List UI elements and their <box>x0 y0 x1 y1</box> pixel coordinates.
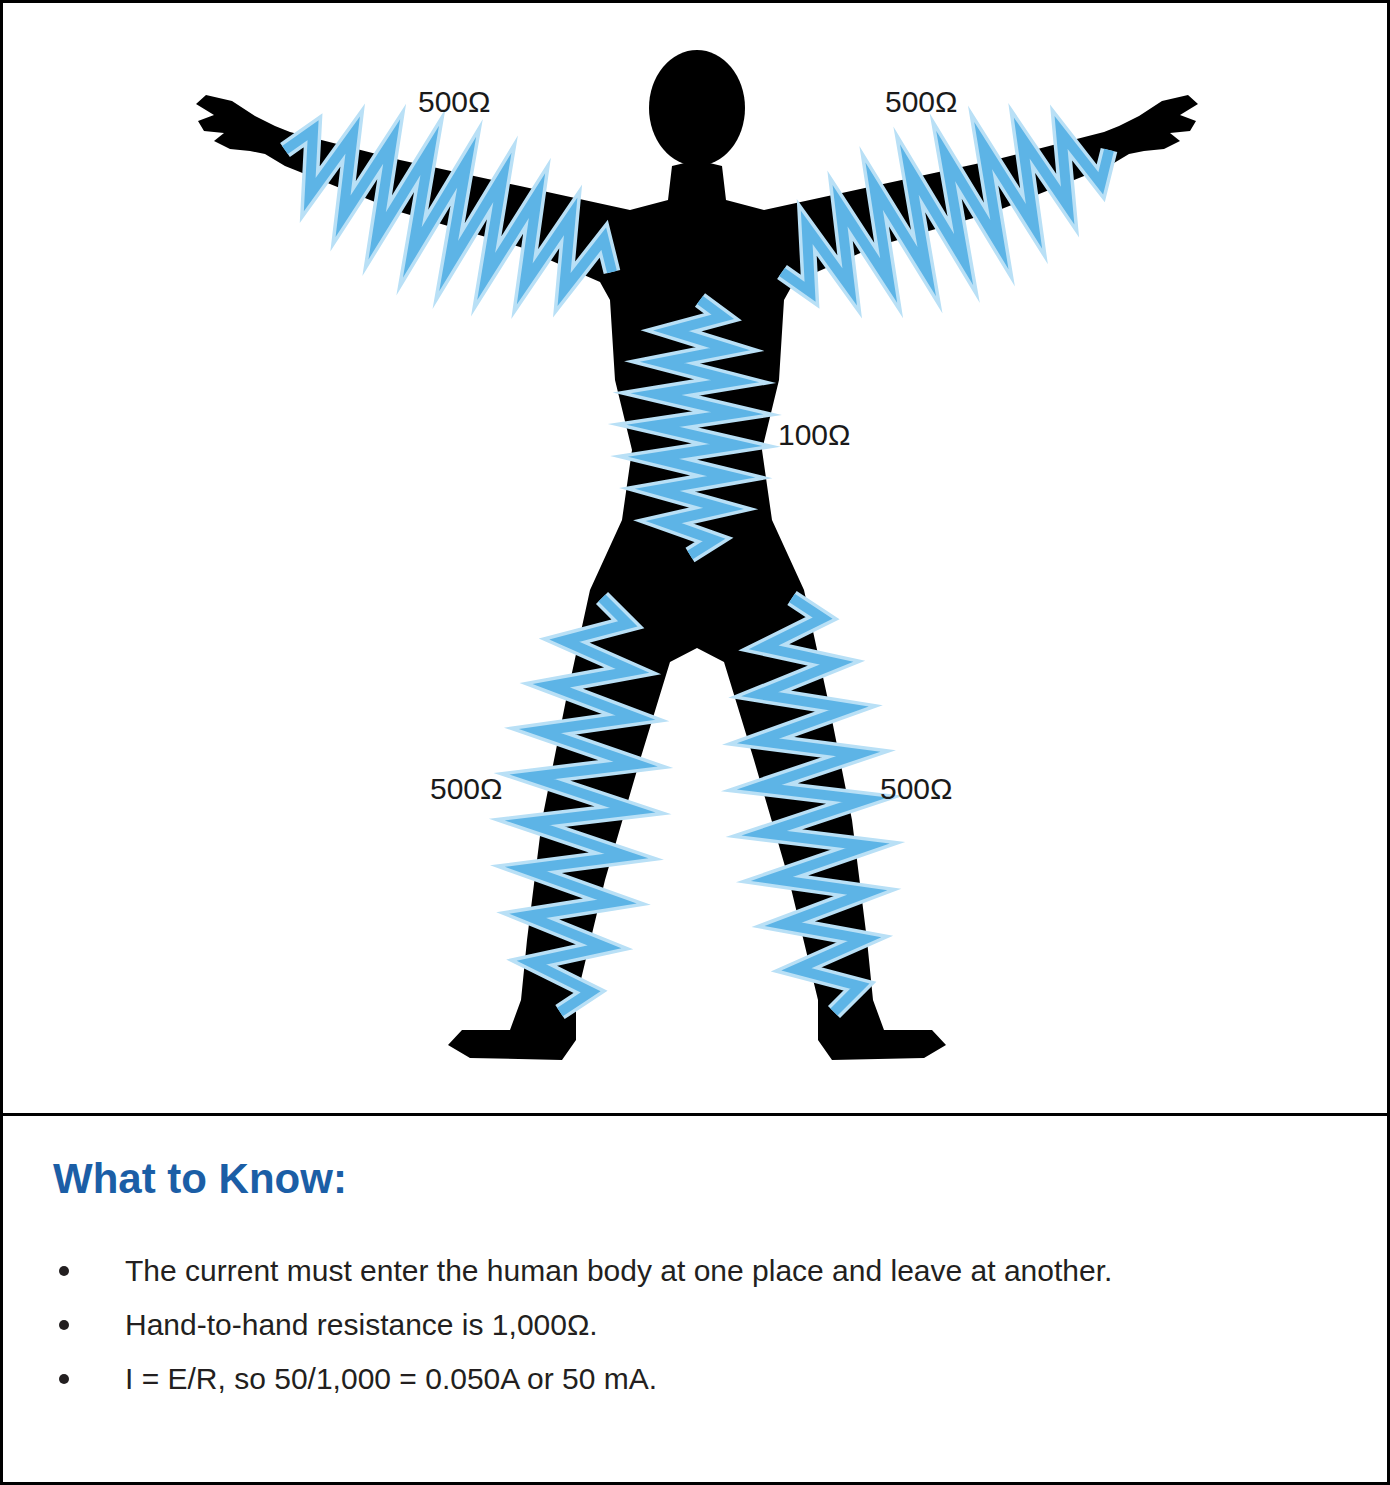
current-zigzag <box>758 598 868 1012</box>
current-zigzag <box>285 130 612 289</box>
resistance-label: 500Ω <box>430 772 502 805</box>
bullet-text: The current must enter the human body at… <box>125 1250 1265 1292</box>
panel-heading: What to Know: <box>53 1154 1387 1204</box>
current-zigzag-edge <box>526 598 636 1012</box>
current-zigzag <box>653 300 737 555</box>
bullet-text: I = E/R, so 50/1,000 = 0.050A or 50 mA. <box>125 1358 1265 1400</box>
bullet-row: Hand-to-hand resistance is 1,000Ω. <box>53 1304 1265 1346</box>
figure-panel <box>2 2 1389 1115</box>
resistance-label: 500Ω <box>418 85 490 118</box>
bullet-list: The current must enter the human body at… <box>53 1250 1387 1400</box>
resistance-label: 500Ω <box>880 772 952 805</box>
info-panel: What to Know: The current must enter the … <box>0 1113 1390 1485</box>
current-zigzag <box>782 132 1109 291</box>
current-zigzag-edge <box>653 300 737 555</box>
current-zigzag-edge <box>782 132 1109 291</box>
bullet-dot <box>59 1266 69 1276</box>
current-zigzag <box>526 598 636 1012</box>
body-silhouette <box>196 95 1198 1060</box>
head-silhouette <box>649 50 745 166</box>
bullet-dot <box>59 1374 69 1384</box>
resistance-label: 100Ω <box>778 418 850 451</box>
current-paths <box>285 130 1109 1012</box>
bullet-row: The current must enter the human body at… <box>53 1250 1265 1292</box>
current-zigzag-edge <box>285 130 612 289</box>
bullet-row: I = E/R, so 50/1,000 = 0.050A or 50 mA. <box>53 1358 1265 1400</box>
resistance-label: 500Ω <box>885 85 957 118</box>
current-zigzag-edge <box>758 598 868 1012</box>
bullet-dot <box>59 1320 69 1330</box>
bullet-text: Hand-to-hand resistance is 1,000Ω. <box>125 1304 1265 1346</box>
